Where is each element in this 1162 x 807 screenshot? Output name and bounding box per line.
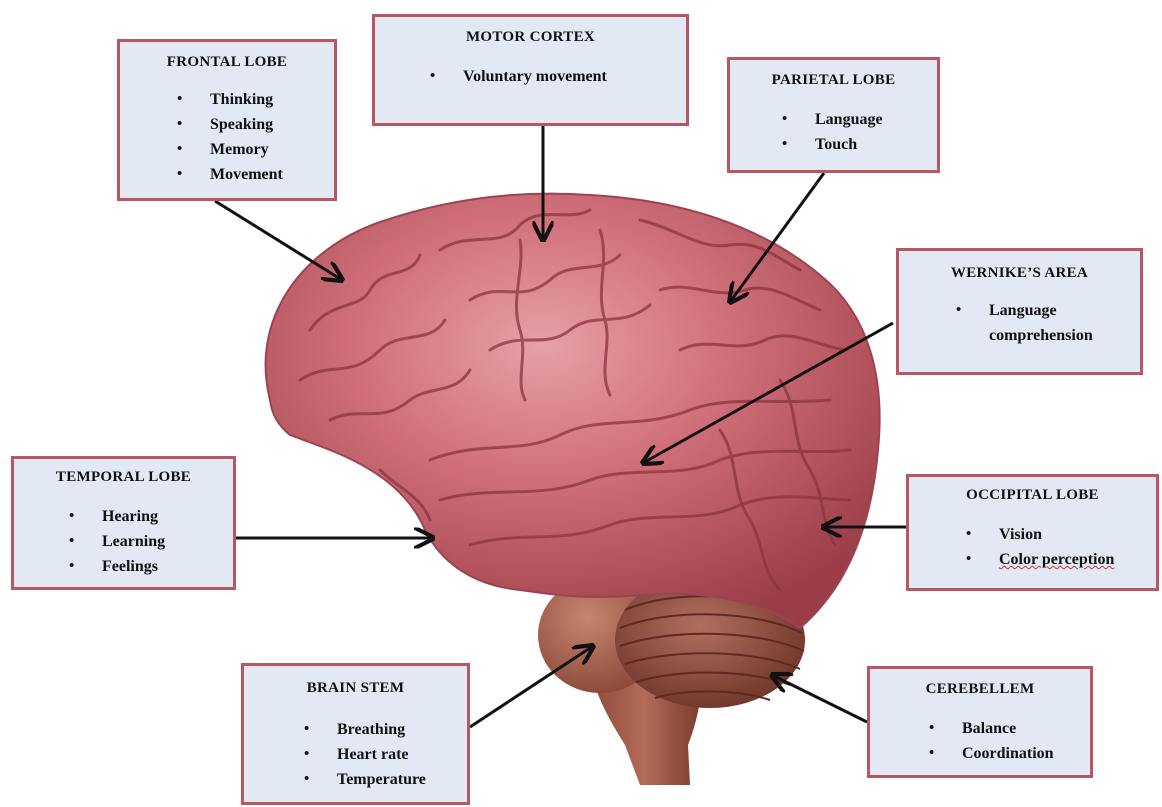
cerebrum-shape: [266, 194, 880, 628]
wernickes-area-list: Language comprehension: [989, 298, 1134, 348]
occipital-lobe-item: Vision: [999, 522, 1156, 547]
wernickes-area-title: WERNIKE’S AREA: [899, 265, 1140, 282]
temporal-lobe-item: Hearing: [102, 504, 233, 529]
temporal-lobe-title: TEMPORAL LOBE: [14, 469, 233, 486]
motor-cortex-item: Voluntary movement: [463, 64, 686, 89]
cerebellum-item: Coordination: [962, 741, 1090, 766]
parietal-lobe-box: PARIETAL LOBE Language Touch: [727, 57, 940, 173]
brain-stem-item: Heart rate: [337, 742, 467, 767]
parietal-lobe-item: Language: [815, 107, 937, 132]
occipital-lobe-box: OCCIPITAL LOBE Vision Color perception: [906, 474, 1159, 591]
brain-stem-list: Breathing Heart rate Temperature: [337, 717, 467, 792]
cerebellum-item: Balance: [962, 716, 1090, 741]
cerebellum-arrow: [772, 675, 867, 722]
frontal-lobe-item: Memory: [210, 137, 334, 162]
occipital-lobe-title: OCCIPITAL LOBE: [909, 487, 1156, 504]
frontal-lobe-box: FRONTAL LOBE Thinking Speaking Memory Mo…: [117, 39, 337, 201]
motor-cortex-box: MOTOR CORTEX Voluntary movement: [372, 14, 689, 126]
brain-stem-box: BRAIN STEM Breathing Heart rate Temperat…: [241, 663, 470, 805]
occipital-lobe-list: Vision Color perception: [999, 522, 1156, 572]
cerebellum-title: CEREBELLEM: [870, 681, 1090, 698]
wernickes-area-item: Language comprehension: [989, 298, 1134, 348]
parietal-lobe-title: PARIETAL LOBE: [730, 72, 937, 89]
temporal-lobe-item: Learning: [102, 529, 233, 554]
motor-cortex-title: MOTOR CORTEX: [375, 29, 686, 46]
occipital-lobe-item: Color perception: [999, 547, 1156, 572]
temporal-lobe-box: TEMPORAL LOBE Hearing Learning Feelings: [11, 456, 236, 590]
parietal-lobe-item: Touch: [815, 132, 937, 157]
wernickes-area-box: WERNIKE’S AREA Language comprehension: [896, 248, 1143, 375]
frontal-lobe-arrow: [215, 201, 342, 280]
cerebellum-list: Balance Coordination: [962, 716, 1090, 766]
parietal-lobe-list: Language Touch: [815, 107, 937, 157]
brain-stem-item: Breathing: [337, 717, 467, 742]
motor-cortex-list: Voluntary movement: [463, 64, 686, 89]
spellcheck-underlined-text: Color perception: [999, 551, 1114, 568]
frontal-lobe-item: Speaking: [210, 112, 334, 137]
temporal-lobe-list: Hearing Learning Feelings: [102, 504, 233, 579]
temporal-lobe-item: Feelings: [102, 554, 233, 579]
frontal-lobe-item: Movement: [210, 162, 334, 187]
frontal-lobe-title: FRONTAL LOBE: [120, 54, 334, 71]
brain-stem-item: Temperature: [337, 767, 467, 792]
cerebellum-box: CEREBELLEM Balance Coordination: [867, 666, 1093, 778]
frontal-lobe-item: Thinking: [210, 87, 334, 112]
frontal-lobe-list: Thinking Speaking Memory Movement: [210, 87, 334, 187]
brain-stem-title: BRAIN STEM: [244, 680, 467, 697]
